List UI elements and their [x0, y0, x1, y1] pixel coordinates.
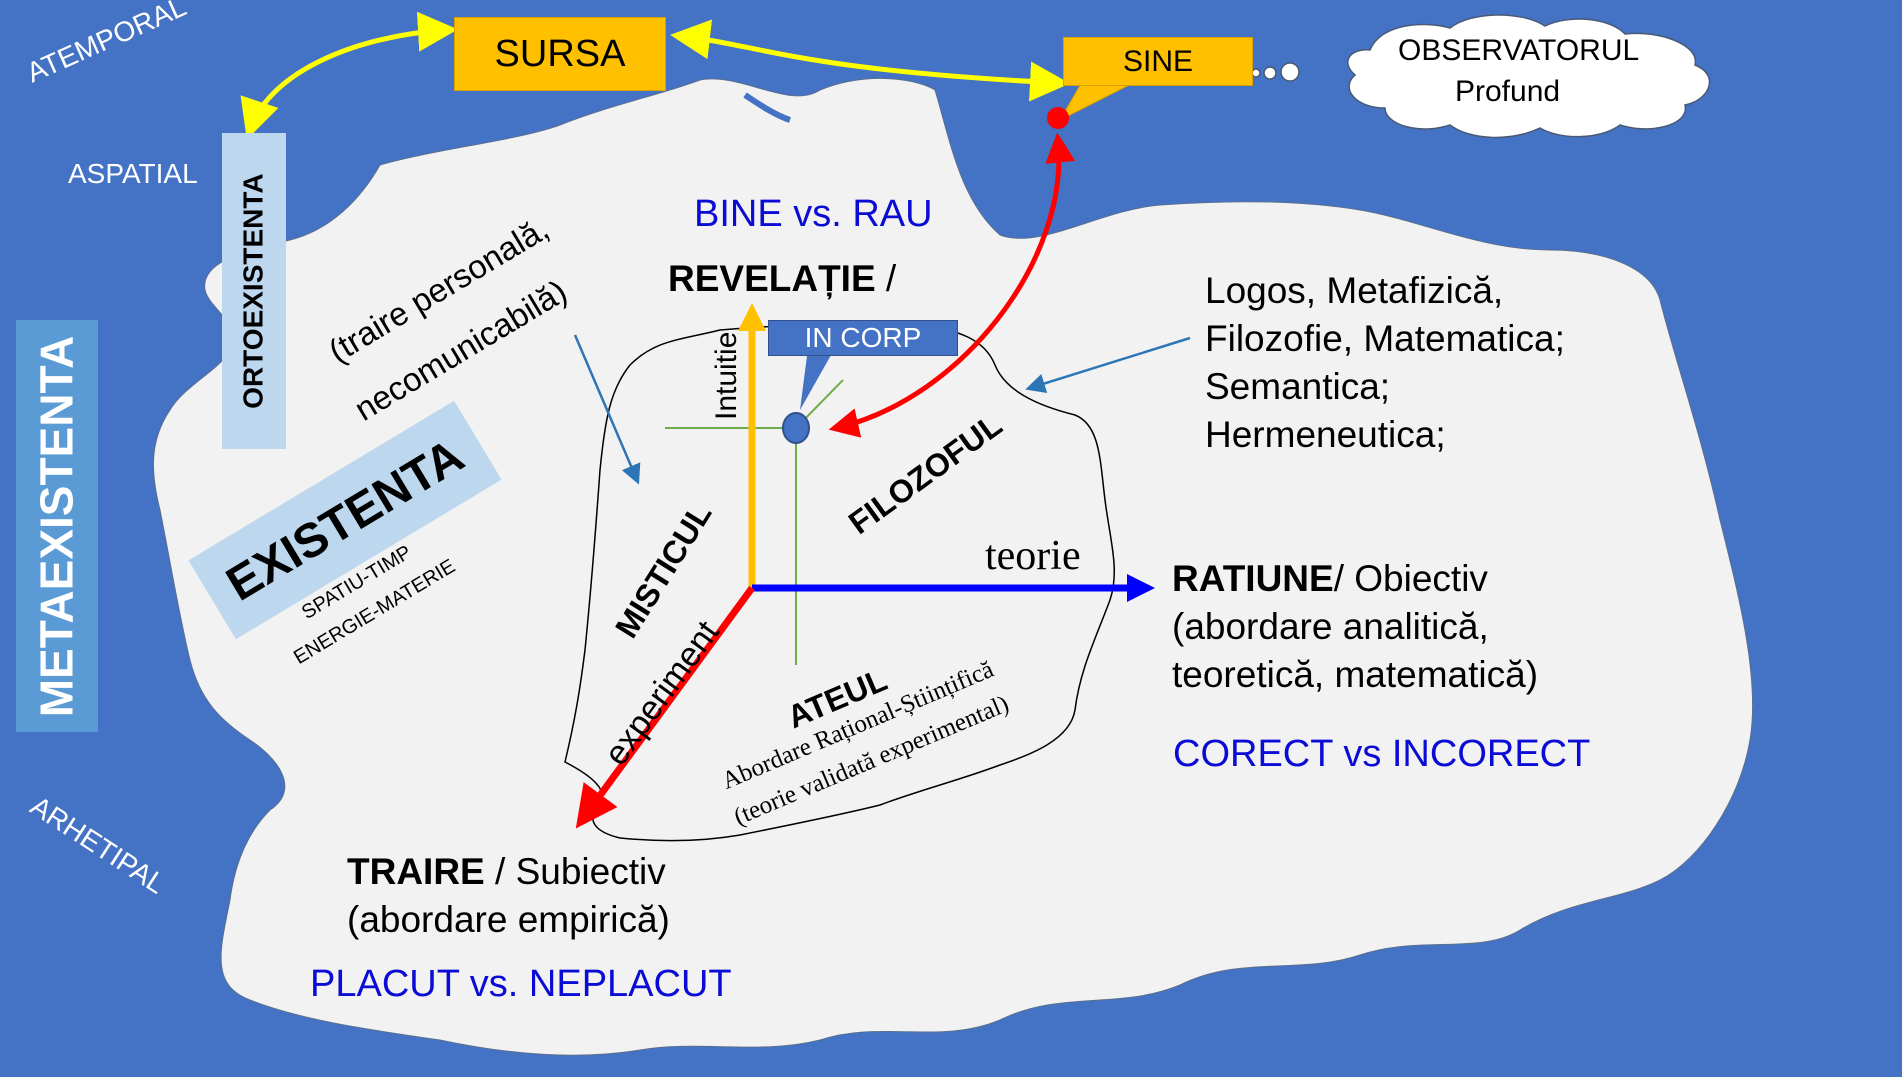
- in-corp-box: IN CORP: [768, 320, 958, 356]
- ratiune-line3: teoretică, matematică): [1172, 654, 1539, 695]
- in-corp-label: IN CORP: [804, 322, 922, 353]
- revelatie-bold: REVELAȚIE: [668, 258, 876, 299]
- traire-bold: TRAIRE: [347, 851, 485, 892]
- arrow-traire-misticul: [573, 334, 641, 485]
- bine-vs-rau: BINE vs. RAU: [694, 193, 933, 235]
- axis-traire: [575, 585, 755, 829]
- sine-dot: [1047, 107, 1069, 129]
- traire-line1: TRAIRE / Subiectiv: [347, 851, 666, 894]
- sine-box: SINE: [1063, 37, 1253, 86]
- ratiune-rest: / Obiectiv: [1333, 558, 1488, 599]
- arrow-sursa-ortoexistenta: [240, 11, 458, 140]
- ratiune-line2: (abordare analitică,: [1172, 606, 1489, 647]
- logos-line2: Filozofie, Matematica;: [1205, 318, 1565, 359]
- placut-vs-neplacut: PLACUT vs. NEPLACUT: [310, 963, 732, 1005]
- arrow-sursa-sine: [670, 19, 1070, 102]
- sine-label: SINE: [1122, 44, 1194, 78]
- observator-line2: Profund: [1455, 75, 1561, 108]
- teorie-label: teorie: [985, 533, 1081, 579]
- cloud-shape: [1251, 14, 1711, 139]
- ratiune-line1: RATIUNE/ Obiectiv: [1172, 558, 1488, 601]
- logos-line4: Hermeneutica;: [1205, 414, 1446, 455]
- ortoexistenta-box: ORTOEXISTENTA: [222, 133, 286, 449]
- arrow-sine-in-corp: [828, 132, 1076, 438]
- ortoexistenta-label: ORTOEXISTENTA: [237, 173, 269, 409]
- metaexistenta-box: METAEXISTENTA: [16, 320, 98, 732]
- arrow-logos-filozoful: [1025, 336, 1191, 394]
- corect-vs-incorect: CORECT vs INCORECT: [1173, 733, 1591, 775]
- label-aspatial: ASPATIAL: [68, 158, 198, 189]
- in-corp-point: [782, 412, 810, 444]
- sursa-label: SURSA: [494, 32, 626, 75]
- logos-line3: Semantica;: [1205, 366, 1391, 407]
- observator-line1: OBSERVATORUL: [1398, 34, 1640, 67]
- intuitie-label: Intuitie: [710, 331, 743, 420]
- ratiune-bold: RATIUNE: [1172, 558, 1334, 599]
- revelatie-label: REVELAȚIE /: [668, 258, 896, 301]
- metaexistenta-label: METAEXISTENTA: [30, 335, 83, 717]
- sursa-box: SURSA: [454, 17, 666, 91]
- logos-line1: Logos, Metafizică,: [1205, 270, 1504, 311]
- traire-line2: (abordare empirică): [347, 899, 670, 940]
- traire-rest: / Subiectiv: [484, 851, 666, 892]
- revelatie-rest: /: [875, 258, 897, 299]
